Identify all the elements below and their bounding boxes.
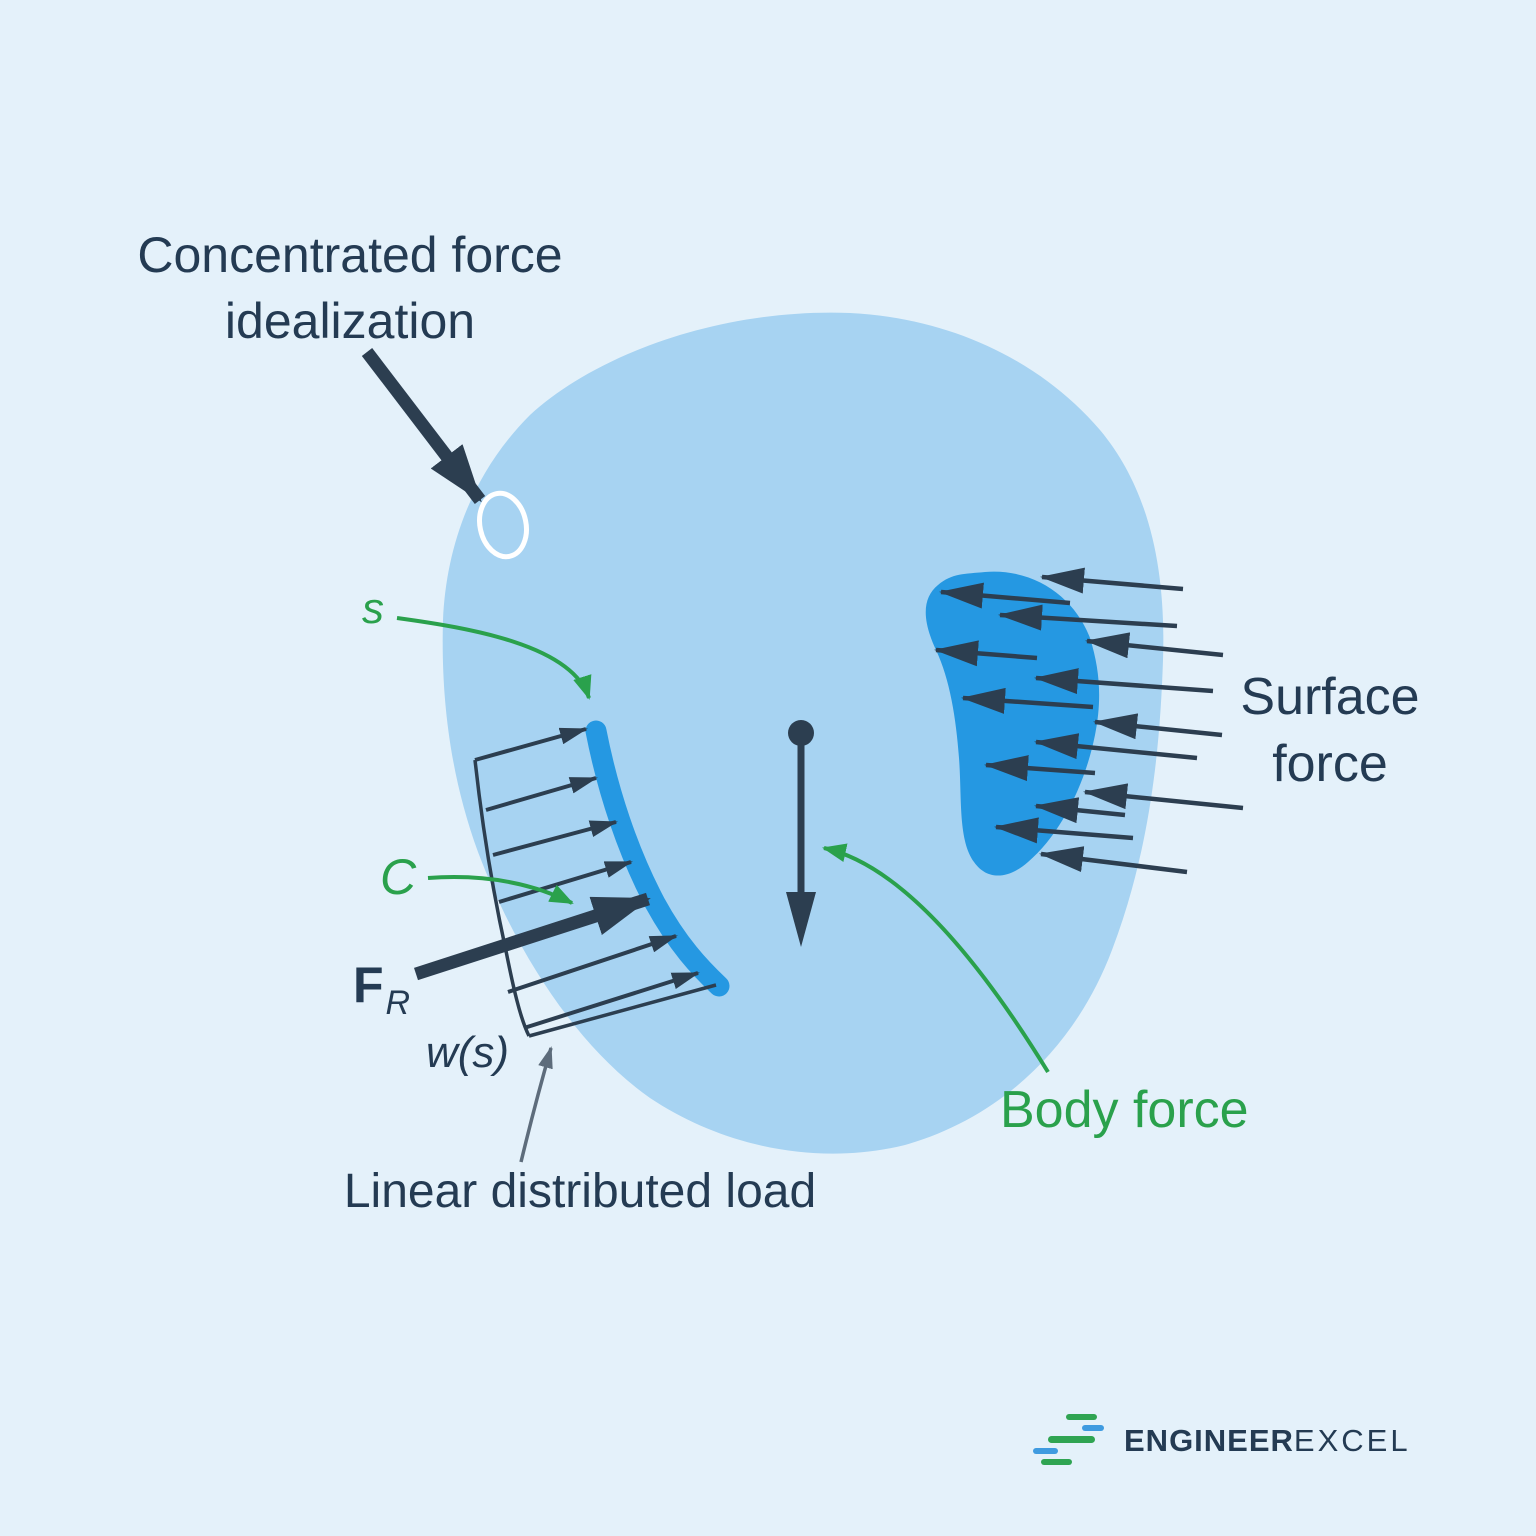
s-coordinate-label: s [362, 584, 384, 633]
resultant-force-label: FR [353, 956, 410, 1022]
concentrated-force-arrow [361, 348, 486, 504]
brand-wordmark: ENGINEEREXCEL [1124, 1423, 1411, 1459]
leader-arrows-green [396, 616, 1050, 1074]
resultant-force-symbol: F [353, 957, 384, 1013]
surface-force-arrows [934, 567, 1244, 875]
centroid-label: C [380, 849, 417, 905]
s-leader-arrow [396, 616, 592, 700]
brand-name-light: EXCEL [1293, 1423, 1411, 1458]
resultant-force-subscript: R [385, 984, 411, 1022]
resultant-force-arrow [414, 892, 651, 981]
brand-name-bold: ENGINEER [1124, 1423, 1294, 1458]
linear-distributed-load-label: Linear distributed load [343, 1165, 817, 1218]
surface-force-label: Surface force [1240, 668, 1420, 793]
body-force-vector [786, 720, 816, 947]
body-force-label: Body force [1000, 1081, 1249, 1139]
body-force-leader-arrow [822, 843, 1050, 1074]
brand-logo: ENGINEEREXCEL [1032, 1408, 1411, 1470]
distributed-load-arrows [474, 727, 700, 1030]
concentrated-force-label: Concentrated force idealization [137, 227, 563, 349]
distributed-load-edge [585, 720, 730, 997]
concentrated-force-ellipse [477, 490, 529, 560]
dash-bars-icon [1033, 1414, 1104, 1465]
load-function-label: w(s) [426, 1028, 510, 1077]
linear-load-leader-arrow [519, 1046, 553, 1163]
c-leader-arrow [427, 875, 574, 905]
